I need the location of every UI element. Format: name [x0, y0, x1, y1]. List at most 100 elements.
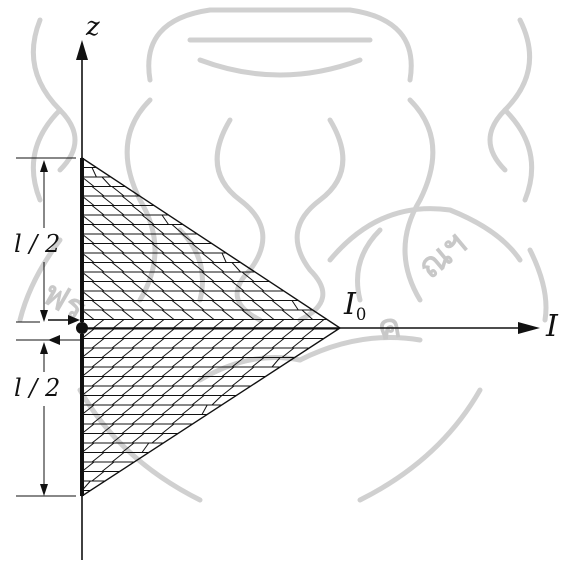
hatch-line — [91, 433, 105, 444]
hatch-line — [151, 338, 165, 349]
hatch-line — [101, 271, 115, 282]
hatch-line — [101, 442, 115, 453]
hatch-line — [281, 347, 295, 358]
hatch-line — [241, 271, 255, 282]
hatch-line — [231, 281, 245, 292]
bottom-dimension-arrow-up — [40, 342, 48, 354]
hatch-line — [151, 300, 165, 311]
hatch-line — [151, 281, 165, 292]
hatch-line — [181, 328, 195, 339]
hatch-line — [91, 357, 105, 368]
hatch-line — [111, 300, 125, 311]
hatch-line — [171, 338, 185, 349]
hatch-line — [231, 376, 245, 387]
svg-text:ค: ค — [375, 306, 404, 349]
hatch-line — [111, 205, 125, 216]
hatch-line — [171, 376, 185, 387]
hatch-line — [181, 252, 195, 263]
hatch-line — [211, 395, 223, 406]
hatch-line — [261, 290, 275, 301]
hatch-line — [191, 281, 205, 292]
hatch-line — [161, 309, 175, 320]
hatch-line — [121, 214, 135, 225]
hatch-line — [151, 376, 165, 387]
hatch-line — [131, 338, 145, 349]
hatch-line — [191, 395, 205, 406]
hatch-line — [121, 309, 135, 320]
hatch-line — [211, 281, 225, 292]
hatch-line — [131, 357, 145, 368]
hatch-line — [101, 423, 115, 434]
i-axis-label: I — [546, 309, 558, 344]
hatch-line — [181, 385, 195, 396]
half-length-label-top: l / 2 — [14, 230, 61, 258]
hatch-line — [141, 328, 155, 339]
hatch-line — [121, 290, 135, 301]
hatch-line — [241, 309, 255, 320]
hatch-line — [191, 376, 205, 387]
hatch-line — [191, 262, 205, 273]
hatch-line — [191, 357, 205, 368]
hatch-line — [161, 290, 175, 301]
hatch-line — [91, 414, 105, 425]
hatch-line — [131, 376, 145, 387]
hatch-line — [101, 214, 115, 225]
hatch-line — [151, 414, 165, 425]
hatch-line — [221, 385, 235, 396]
hatch-line — [171, 281, 185, 292]
hatch-line — [91, 338, 105, 349]
hatch-line — [91, 376, 105, 387]
hatch-line — [241, 290, 255, 301]
hatch-line — [161, 233, 175, 244]
hatch-line — [91, 224, 105, 235]
hatch-line — [91, 471, 105, 482]
hatch-line — [191, 338, 205, 349]
hatch-line — [141, 271, 155, 282]
hatch-line — [171, 395, 185, 406]
svg-text:ณฯ: ณฯ — [410, 224, 475, 287]
hatch-line — [131, 205, 145, 216]
hatch-line — [181, 290, 195, 301]
hatch-line — [161, 404, 175, 415]
hatch-line — [141, 404, 155, 415]
half-length-label-bottom: l / 2 — [14, 374, 61, 402]
hatch-line — [251, 357, 265, 368]
hatch-line — [111, 262, 125, 273]
hatch-line — [141, 233, 155, 244]
hatch-line — [171, 357, 185, 368]
hatch-line — [251, 300, 265, 311]
hatch-line — [251, 338, 265, 349]
seal-watermark-lettering: ณฯ ค ฟร — [36, 224, 475, 349]
hatch-line — [181, 366, 195, 377]
hatch-line — [111, 243, 125, 254]
hatch-line — [121, 442, 135, 453]
hatch-line — [161, 271, 175, 282]
hatch-line — [91, 167, 97, 178]
hatch-line — [111, 281, 125, 292]
feed-pointer-lower-arrow — [48, 335, 60, 345]
hatch-line — [141, 309, 155, 320]
hatch-line — [221, 290, 235, 301]
hatch-line — [101, 252, 115, 263]
hatch-line — [121, 328, 135, 339]
hatch-line — [171, 243, 185, 254]
feed-pointer-upper-arrow — [68, 315, 80, 325]
hatch-line — [271, 338, 285, 349]
hatch-line — [201, 385, 215, 396]
hatch-line — [111, 376, 125, 387]
hatch-line — [291, 300, 299, 311]
hatch-line — [251, 281, 265, 292]
hatch-line — [151, 262, 165, 273]
seal-watermark — [17, 7, 549, 503]
hatch-line — [121, 233, 135, 244]
hatch-line — [231, 300, 245, 311]
hatch-line — [121, 252, 135, 263]
hatch-line — [101, 461, 115, 472]
hatch-line — [201, 290, 215, 301]
hatch-line — [101, 290, 115, 301]
hatch-line — [131, 243, 145, 254]
hatch-line — [101, 309, 115, 320]
top-dimension-arrow-up — [40, 160, 48, 172]
hatch-line — [121, 385, 135, 396]
